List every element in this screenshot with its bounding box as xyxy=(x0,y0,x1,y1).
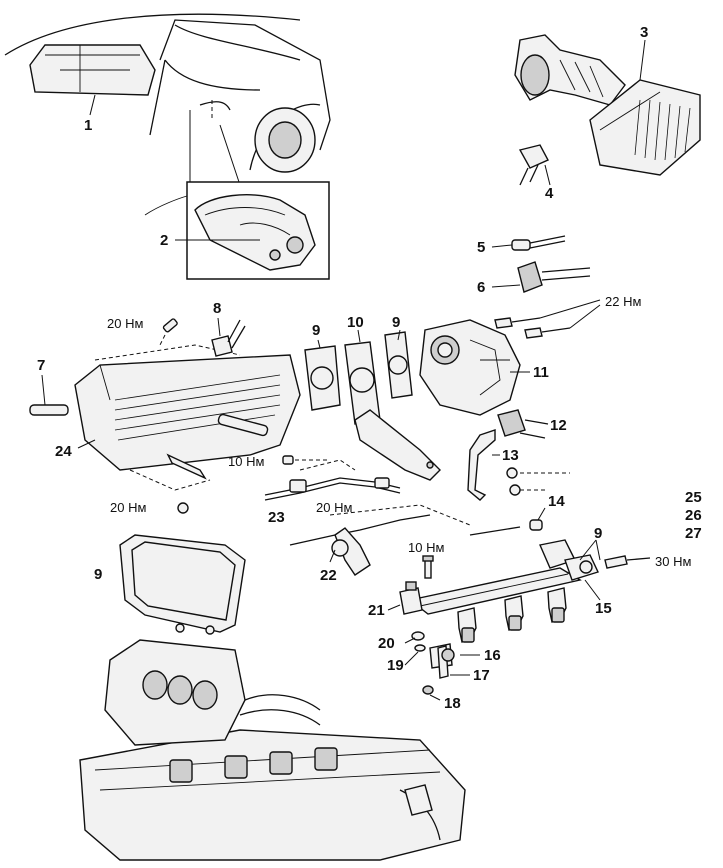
engine-cylinder-head xyxy=(79,639,466,861)
callout-labels: 1 2 3 4 5 6 7 8 9 9 9 9 10 11 12 13 14 1… xyxy=(37,24,702,712)
callout-1: 1 xyxy=(84,117,92,134)
torque-label-10nm-rail: 10 Нм xyxy=(408,540,444,555)
callout-21: 21 xyxy=(368,602,385,619)
callout-14: 14 xyxy=(548,493,565,510)
callout-13: 13 xyxy=(502,447,519,464)
gasket-plates xyxy=(304,329,441,481)
callout-11: 11 xyxy=(533,364,549,381)
callout-12: 12 xyxy=(550,417,567,434)
intake-plenum xyxy=(74,344,301,491)
vacuum-connector-part xyxy=(518,144,551,186)
callout-20: 20 xyxy=(378,635,395,652)
car-body-illustration xyxy=(4,13,331,173)
fuel-rail-assembly xyxy=(387,507,651,701)
callout-23: 23 xyxy=(268,509,285,526)
callout-16: 16 xyxy=(484,647,501,664)
callout-25: 25 xyxy=(685,489,702,506)
throttle-body-assembly xyxy=(419,299,601,416)
callout-8: 8 xyxy=(213,300,221,317)
throttle-cable-parts xyxy=(264,459,521,576)
torque-label-20nm-mid: 20 Нм xyxy=(316,500,352,515)
callout-18: 18 xyxy=(444,695,461,712)
callout-2: 2 xyxy=(160,232,168,249)
callout-17: 17 xyxy=(473,667,490,684)
torque-label-20nm-left: 20 Нм xyxy=(110,500,146,515)
torque-label-10nm-left: 10 Нм xyxy=(228,454,264,469)
callout-6: 6 xyxy=(477,279,485,296)
torque-label-20nm-top: 20 Нм xyxy=(107,316,143,331)
callout-4: 4 xyxy=(545,185,554,202)
callout-15: 15 xyxy=(595,600,612,617)
air-cleaner-assembly xyxy=(514,34,701,176)
callout-19: 19 xyxy=(387,657,404,674)
callout-22: 22 xyxy=(320,567,337,584)
torque-label-22nm: 22 Нм xyxy=(605,294,641,309)
lower-intake-gasket xyxy=(119,534,246,635)
hose-and-clamp-parts xyxy=(491,235,591,293)
sensor-and-bracket xyxy=(467,409,570,501)
callout-9-gasket-a: 9 xyxy=(312,322,320,339)
callout-3: 3 xyxy=(640,24,648,41)
callout-9-gasket-b: 9 xyxy=(392,314,400,331)
pipe-part-7 xyxy=(29,374,69,416)
torque-labels: 20 Нм 22 Нм 10 Нм 20 Нм 20 Нм 10 Нм 30 Н… xyxy=(107,294,691,569)
callout-24: 24 xyxy=(55,443,72,460)
torque-label-30nm: 30 Нм xyxy=(655,554,691,569)
callout-27: 27 xyxy=(685,525,702,542)
sensor-part-8 xyxy=(211,317,246,357)
callout-10: 10 xyxy=(347,314,364,331)
callout-7: 7 xyxy=(37,357,45,374)
fastener-bolts xyxy=(159,318,330,514)
callout-5: 5 xyxy=(477,239,485,256)
callout-9-rail: 9 xyxy=(594,525,602,542)
callout-9-lower-gasket: 9 xyxy=(94,566,102,583)
callout-26: 26 xyxy=(685,507,702,524)
detail-inset-box xyxy=(144,110,330,280)
